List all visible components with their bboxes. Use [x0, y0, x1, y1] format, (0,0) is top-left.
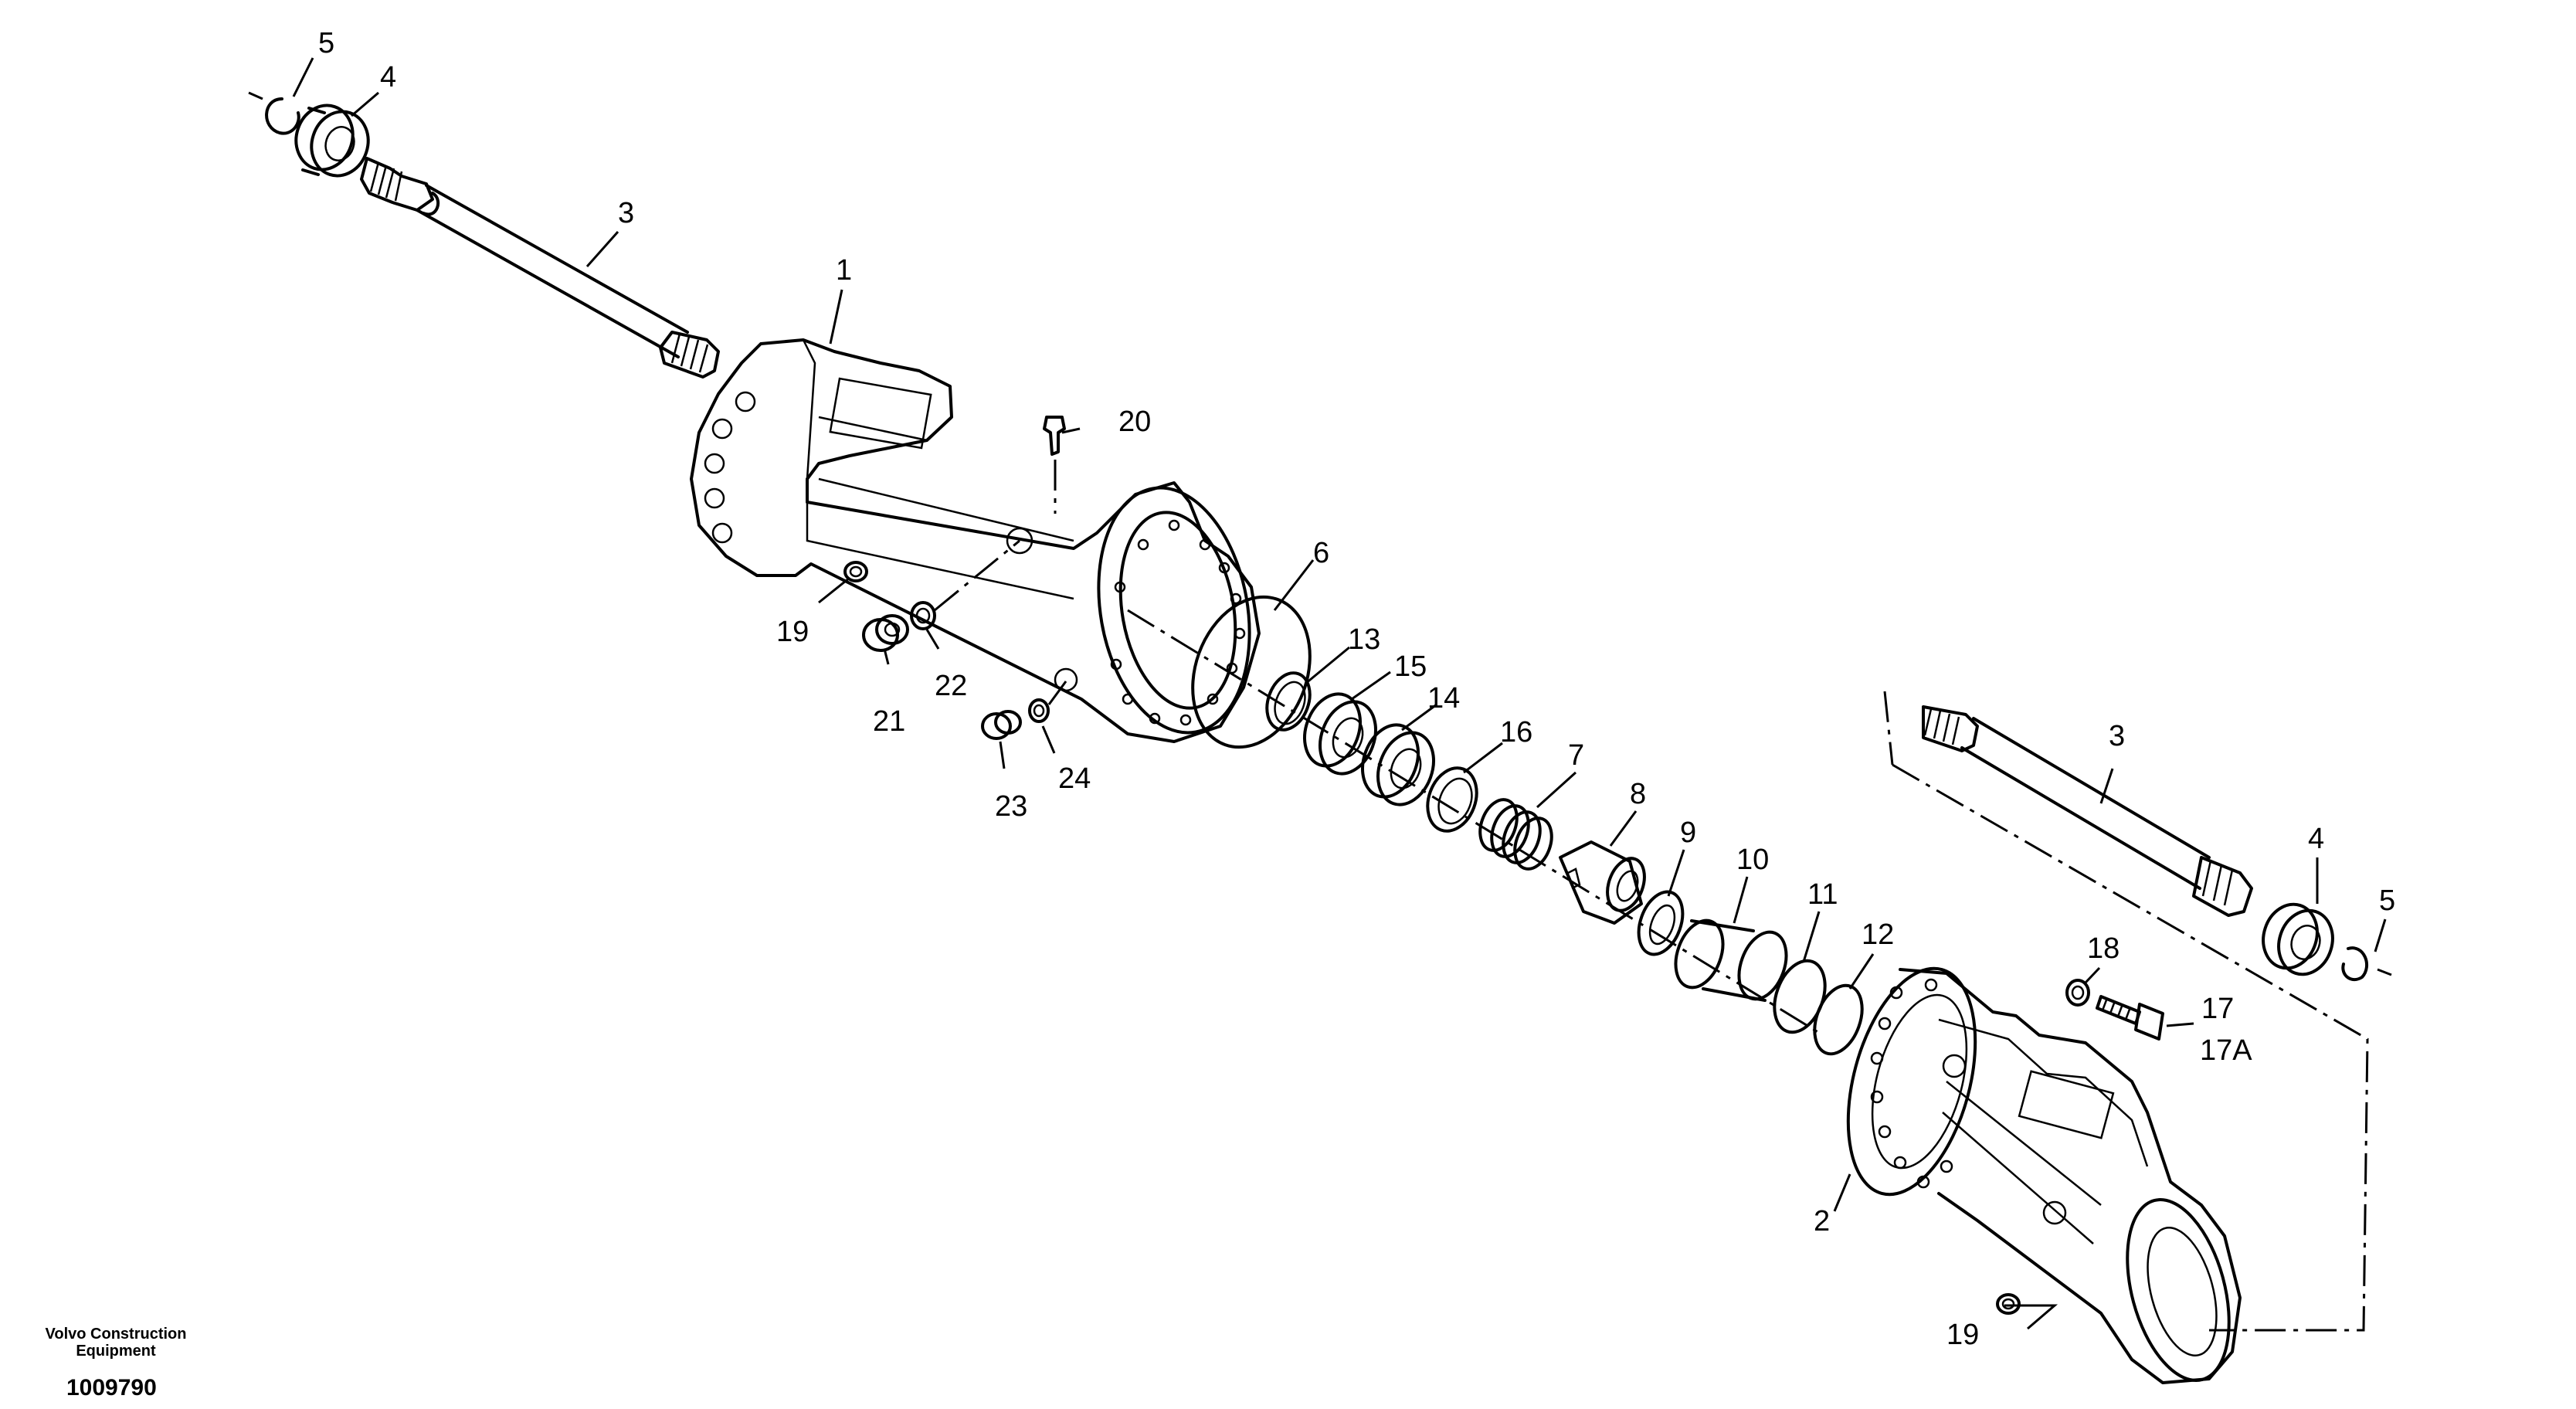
callout-10: 10	[1736, 844, 1769, 876]
bearing-15	[1303, 692, 1377, 776]
washer-18	[2065, 979, 2090, 1007]
company-credit: Volvo Construction Equipment	[45, 1326, 187, 1360]
callout-19-lower: 19	[1946, 1319, 1979, 1351]
callout-11: 11	[1807, 878, 1838, 911]
plug-19-left	[843, 561, 868, 582]
washer-24	[1028, 681, 1067, 723]
callout-1: 1	[836, 254, 852, 287]
document-number: 1009790	[66, 1375, 157, 1401]
callout-5-upper: 5	[318, 27, 334, 59]
callout-4-lower: 4	[2308, 823, 2324, 855]
drive-shaft-left	[360, 157, 720, 379]
callout-15: 15	[1394, 650, 1427, 683]
bearing-14	[1361, 723, 1435, 806]
callout-7: 7	[1568, 739, 1584, 772]
breather-plug-20	[1043, 416, 1066, 514]
callout-12: 12	[1862, 918, 1894, 951]
ring-16	[1426, 766, 1478, 833]
plug-21	[862, 614, 909, 652]
flange-holes-left	[704, 391, 756, 544]
callout-14: 14	[1427, 682, 1460, 715]
callout-6: 6	[1313, 537, 1329, 569]
housing-bolt-holes	[1110, 519, 1246, 726]
right-flange-holes	[1870, 978, 1953, 1189]
plug-23	[981, 710, 1022, 740]
sleeve-8	[1559, 840, 1646, 925]
callout-18: 18	[2087, 932, 2120, 965]
o-ring-6	[1191, 595, 1312, 749]
callout-17a: 17A	[2200, 1034, 2252, 1067]
callout-17: 17	[2201, 993, 2234, 1025]
center-axis-line	[1127, 609, 1824, 1037]
callout-5-lower: 5	[2379, 884, 2395, 917]
spring-7	[1478, 798, 1553, 871]
callout-16: 16	[1500, 716, 1532, 749]
ring-13	[1265, 671, 1312, 732]
callout-labels: 1 2 3 3 4 4 5 5 6 7 8 9 10 11 12 13 14 1…	[318, 27, 2395, 1351]
bearing-left	[294, 104, 370, 178]
callout-4-upper: 4	[380, 61, 396, 93]
washer-22	[910, 539, 1020, 630]
callout-20: 20	[1118, 406, 1151, 438]
plug-19-right	[1996, 1293, 2021, 1315]
callout-2: 2	[1814, 1205, 1830, 1238]
needle-bearing-9	[1637, 890, 1685, 956]
callout-3-upper: 3	[618, 197, 634, 229]
o-ring-11	[1773, 959, 1827, 1034]
axle-housing-right	[1846, 966, 2242, 1384]
callout-3-lower: 3	[2109, 720, 2125, 752]
circlip-right	[2341, 946, 2392, 982]
callout-23: 23	[995, 790, 1027, 823]
right-assembly-boundary	[1883, 691, 2369, 1332]
leader-lines	[292, 57, 2387, 1330]
callout-19-upper: 19	[776, 616, 809, 648]
axle-housing-left	[690, 338, 1261, 743]
drive-shaft-right	[1922, 705, 2253, 917]
bushing-10	[1674, 918, 1788, 1002]
callout-9: 9	[1680, 817, 1696, 849]
bearing-right	[2262, 902, 2334, 976]
callout-22: 22	[935, 670, 967, 702]
circlip-left	[248, 91, 300, 135]
callout-8: 8	[1630, 778, 1646, 810]
callout-13: 13	[1348, 623, 1380, 656]
callout-21: 21	[873, 705, 905, 738]
callout-24: 24	[1058, 762, 1091, 795]
bolt-17	[2096, 995, 2164, 1041]
